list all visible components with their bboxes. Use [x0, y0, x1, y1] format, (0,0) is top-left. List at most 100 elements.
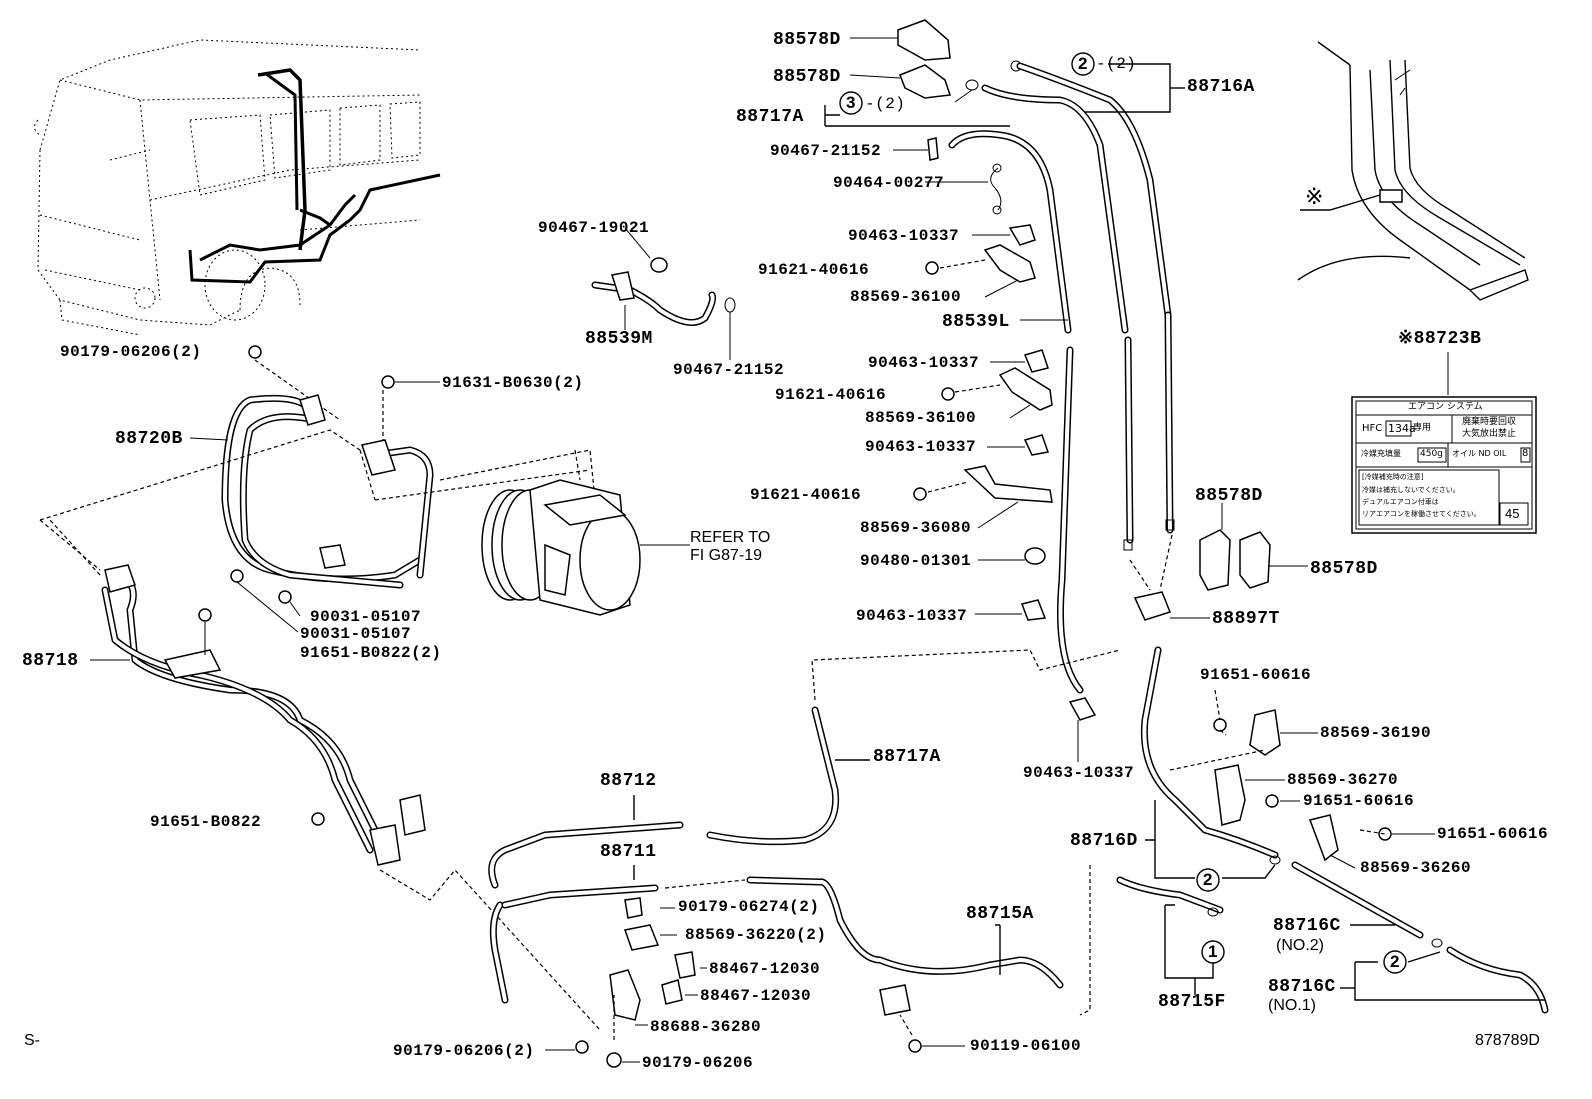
label-card-hfc-prefix: HFC — [1362, 423, 1383, 434]
refer-text-line2[interactable]: FI G87-19 — [690, 547, 763, 564]
inset-illustration — [1297, 41, 1529, 301]
part-label-90467-19021[interactable]: 90467-19021 — [538, 219, 650, 237]
label-card-hfc-code: 134a — [1388, 422, 1416, 435]
part-label-91651-B0822[interactable]: 91651-B0822(2) — [300, 644, 442, 662]
part-label-88578D[interactable]: 88578D — [1195, 486, 1263, 506]
part-label-88723B[interactable]: ※88723B — [1398, 329, 1482, 349]
part-label-88716C-sub: (NO.2) — [1276, 937, 1324, 954]
callout-2-mid-number: 2 — [1203, 870, 1213, 889]
part-label-88716A[interactable]: 88716A — [1187, 77, 1255, 97]
part-label-88578D[interactable]: 88578D — [773, 30, 841, 50]
part-label-90480-01301[interactable]: 90480-01301 — [860, 552, 972, 570]
label-card-hfc-suffix: 専用 — [1413, 423, 1432, 433]
label-card-warn2: 大気放出禁止 — [1462, 429, 1517, 439]
callout-3-top-qty: -(2) — [865, 95, 906, 113]
part-label-88569-36220[interactable]: 88569-36220(2) — [685, 926, 827, 944]
van-illustration — [34, 39, 441, 336]
part-label-88569-36190[interactable]: 88569-36190 — [1320, 724, 1432, 742]
part-label-90463-10337[interactable]: 90463-10337 — [856, 607, 968, 625]
part-label-88539L[interactable]: 88539L — [942, 312, 1010, 332]
part-label-88720B[interactable]: 88720B — [115, 429, 183, 449]
callout-3-top-number: 3 — [846, 93, 856, 112]
part-label-88718[interactable]: 88718 — [22, 651, 79, 671]
part-label-88715F[interactable]: 88715F — [1158, 992, 1226, 1012]
label-card-note-title: [冷媒補充時の注意] — [1362, 473, 1424, 481]
part-label-88578D[interactable]: 88578D — [773, 67, 841, 87]
part-label-88716C[interactable]: 88716C — [1273, 916, 1341, 936]
part-label-90463-10337[interactable]: 90463-10337 — [865, 438, 977, 456]
part-label-91631-B0630[interactable]: 91631-B0630(2) — [442, 374, 584, 392]
callout-2-top-number: 2 — [1078, 54, 1088, 73]
part-label-88688-36280[interactable]: 88688-36280 — [650, 1018, 762, 1036]
part-label-91621-40616[interactable]: 91621-40616 — [758, 261, 870, 279]
part-label-90463-10337[interactable]: 90463-10337 — [868, 354, 980, 372]
part-label-90464-00277[interactable]: 90464-00277 — [833, 174, 945, 192]
part-label-90463-10337[interactable]: 90463-10337 — [848, 227, 960, 245]
part-label-90031-05107[interactable]: 90031-05107 — [310, 608, 422, 626]
label-card-oil-label: オイル ND OIL — [1452, 449, 1507, 458]
callout-3-top — [839, 91, 863, 115]
callout-1-mid — [1201, 940, 1225, 964]
part-label-88569-36100[interactable]: 88569-36100 — [850, 288, 962, 306]
part-label-88578D[interactable]: 88578D — [1310, 559, 1378, 579]
part-label-88711[interactable]: 88711 — [600, 842, 657, 862]
part-label-90119-06100[interactable]: 90119-06100 — [970, 1037, 1082, 1055]
label-card-note3: リアエアコンを稼働させてください。 — [1362, 510, 1481, 518]
part-label-88897T[interactable]: 88897T — [1212, 609, 1280, 629]
part-label-88715A[interactable]: 88715A — [966, 904, 1034, 924]
part-label-88467-12030[interactable]: 88467-12030 — [709, 960, 821, 978]
part-label-91651-60616[interactable]: 91651-60616 — [1303, 792, 1415, 810]
label-card-oil-value: 8 — [1522, 448, 1529, 459]
part-label-88716D[interactable]: 88716D — [1070, 831, 1138, 851]
label-card-title: エアコン システム — [1408, 402, 1483, 412]
part-label-88717A[interactable]: 88717A — [873, 747, 941, 767]
clamp-88578D-a — [897, 19, 951, 61]
part-label-88712[interactable]: 88712 — [600, 771, 657, 791]
label-card-charge-value: 450g — [1420, 449, 1443, 459]
part-label-88569-36260[interactable]: 88569-36260 — [1360, 859, 1472, 877]
part-label-90463-10337[interactable]: 90463-10337 — [1023, 764, 1135, 782]
clamp-88578D-b — [899, 64, 952, 99]
label-card-charge-label: 冷媒充填量 — [1361, 449, 1401, 458]
clamp-88578D-d — [1239, 531, 1271, 589]
part-label-88569-36080[interactable]: 88569-36080 — [860, 519, 972, 537]
part-label-91651-60616[interactable]: 91651-60616 — [1437, 825, 1549, 843]
part-label-90179-06206[interactable]: 90179-06206 — [642, 1054, 754, 1072]
part-label-91621-40616[interactable]: 91621-40616 — [775, 386, 887, 404]
part-label-90179-06206[interactable]: 90179-06206(2) — [393, 1042, 535, 1060]
callout-2-top — [1071, 52, 1095, 76]
part-label-88716C[interactable]: 88716C — [1268, 977, 1336, 997]
part-label-91621-40616[interactable]: 91621-40616 — [750, 486, 862, 504]
ac-label-card — [1351, 396, 1537, 534]
label-card-warn1: 廃棄時要回収 — [1462, 417, 1517, 427]
compressor-illustration — [481, 479, 690, 616]
part-label-88539M[interactable]: 88539M — [585, 329, 653, 349]
callout-2-mid — [1196, 868, 1220, 892]
callout-2-top-qty: -(2) — [1096, 55, 1137, 73]
clamp-88578D-c — [1199, 529, 1231, 591]
part-label-90179-06274[interactable]: 90179-06274(2) — [678, 898, 820, 916]
part-label-88717A[interactable]: 88717A — [736, 107, 804, 127]
part-label-88569-36100[interactable]: 88569-36100 — [865, 409, 977, 427]
part-label-88716C-sub: (NO.1) — [1268, 997, 1316, 1014]
footer-left-mark: S- — [24, 1032, 40, 1049]
part-label-90467-21152[interactable]: 90467-21152 — [673, 361, 785, 379]
part-label-90179-06206[interactable]: 90179-06206(2) — [60, 343, 202, 361]
figure-id: 878789D — [1475, 1032, 1540, 1049]
label-card-note2: デュアルエアコン付車は — [1362, 498, 1439, 506]
part-label-88569-36270[interactable]: 88569-36270 — [1287, 771, 1399, 789]
part-label-88467-12030[interactable]: 88467-12030 — [700, 987, 812, 1005]
part-label-90031-05107[interactable]: 90031-05107 — [300, 625, 412, 643]
part-label-91651-60616[interactable]: 91651-60616 — [1200, 666, 1312, 684]
label-card-number: 45 — [1505, 506, 1520, 521]
asterisk-mark: ※ — [1305, 185, 1324, 210]
label-card-note1: 冷媒は補充しないでください。 — [1362, 486, 1460, 494]
part-label-91651-B0822[interactable]: 91651-B0822 — [150, 813, 262, 831]
refer-text-line1[interactable]: REFER TO — [690, 529, 771, 546]
callout-2-bot — [1383, 950, 1407, 974]
callout-1-mid-number: 1 — [1208, 942, 1218, 961]
part-label-90467-21152[interactable]: 90467-21152 — [770, 142, 882, 160]
callout-2-bot-number: 2 — [1390, 952, 1400, 971]
